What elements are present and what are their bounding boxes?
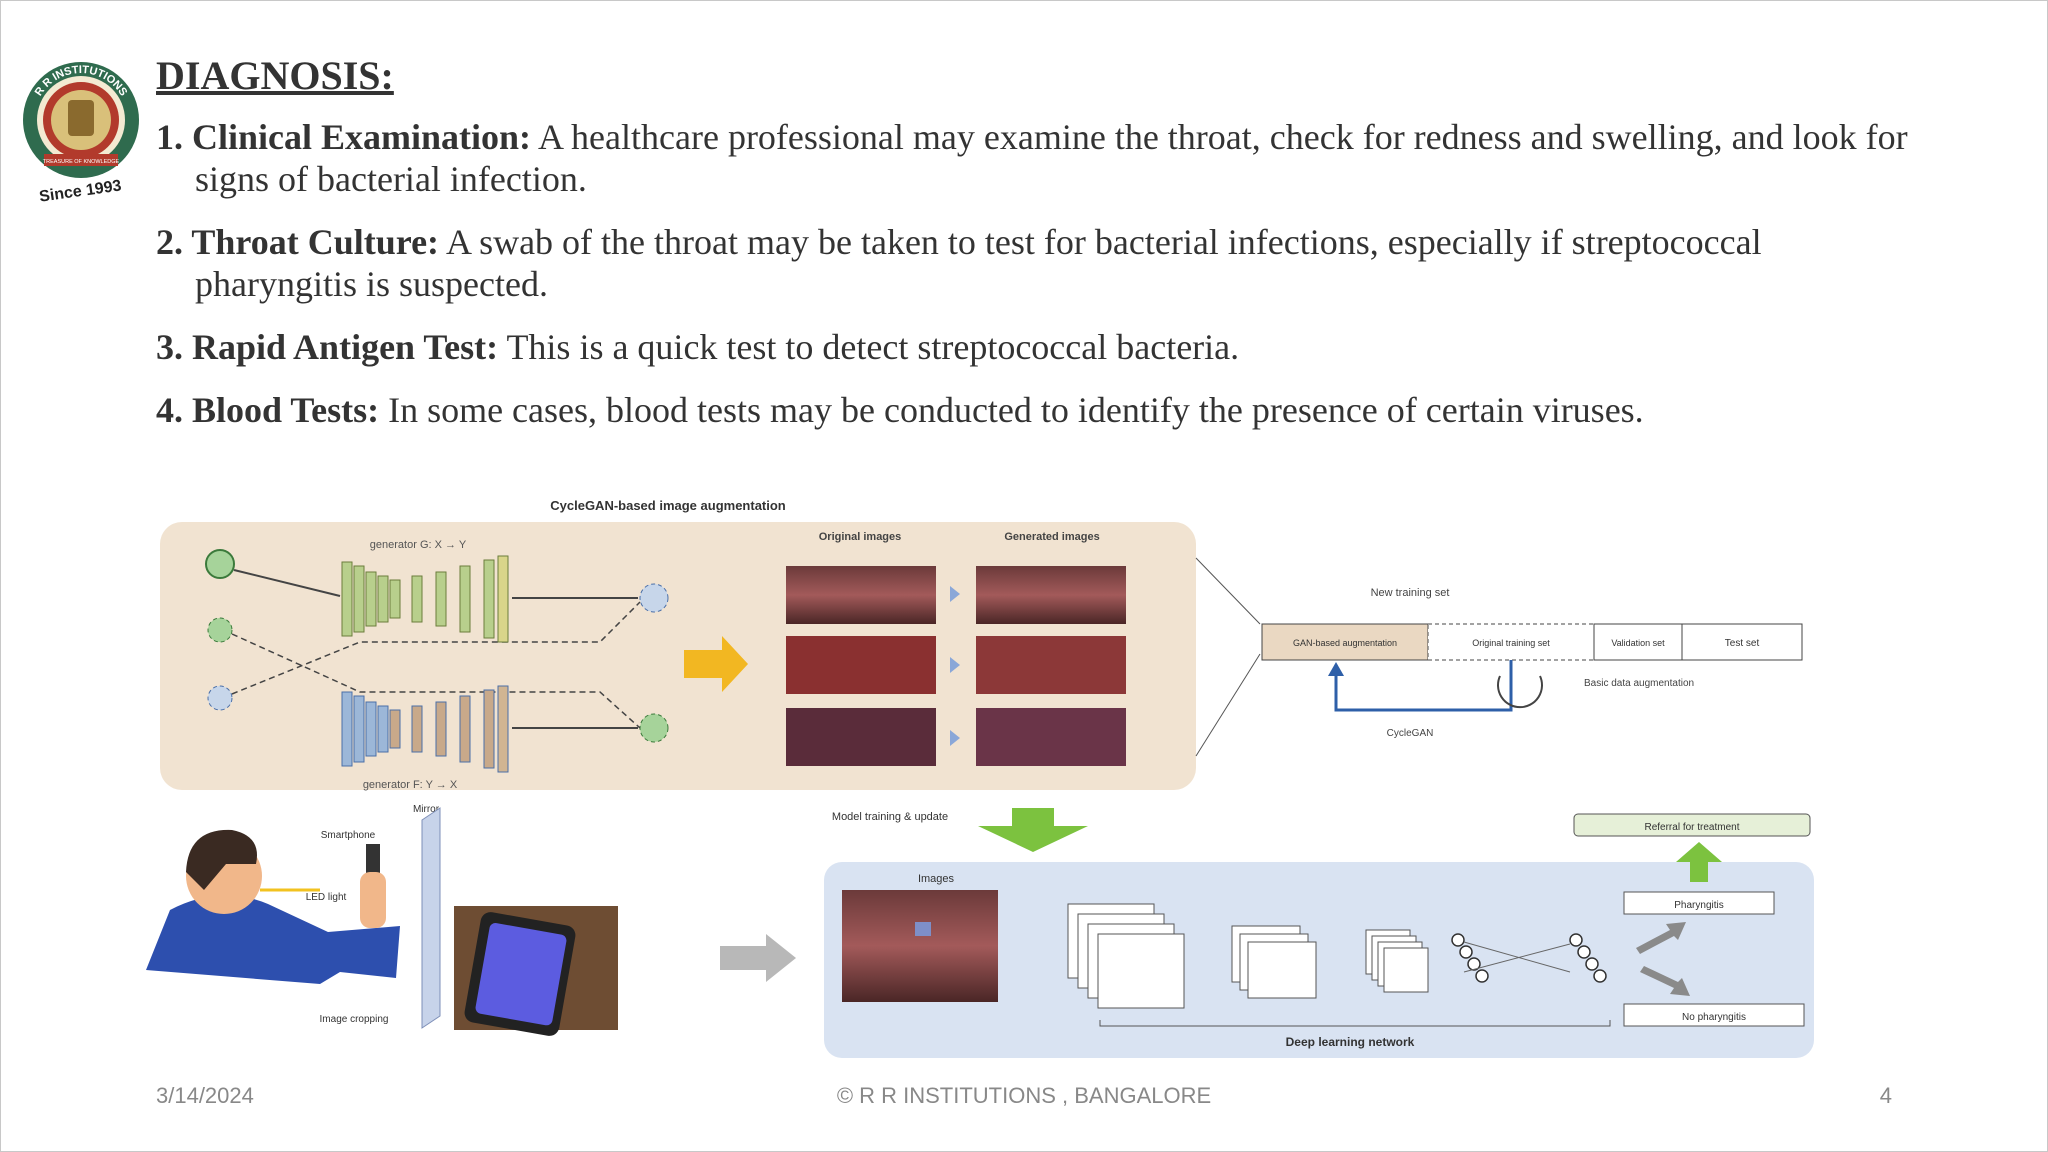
- svg-text:Images: Images: [918, 873, 955, 885]
- svg-text:Validation set: Validation set: [1611, 638, 1665, 648]
- svg-text:generator G: X → Y: generator G: X → Y: [370, 539, 467, 551]
- svg-text:Mirror: Mirror: [413, 804, 440, 815]
- svg-text:Original training set: Original training set: [1472, 638, 1550, 648]
- rr-institutions-logo: R R INSTITUTIONS TREASURE OF KNOWLEDGE S…: [23, 62, 139, 206]
- svg-text:No pharyngitis: No pharyngitis: [1682, 1012, 1746, 1023]
- svg-text:Pharyngitis: Pharyngitis: [1674, 900, 1723, 911]
- list-item: 2. Throat Culture: A swab of the throat …: [156, 222, 1762, 304]
- svg-text:Generated images: Generated images: [1004, 531, 1099, 543]
- list-item: 4. Blood Tests: In some cases, blood tes…: [156, 390, 1644, 430]
- svg-text:Referral for treatment: Referral for treatment: [1644, 822, 1739, 833]
- slide-title: DIAGNOSIS:: [156, 53, 394, 98]
- list-item: 1. Clinical Examination: A healthcare pr…: [156, 117, 1908, 199]
- svg-text:Model training & update: Model training & update: [832, 811, 948, 823]
- svg-text:TREASURE OF KNOWLEDGE: TREASURE OF KNOWLEDGE: [43, 159, 120, 165]
- svg-text:Original images: Original images: [819, 531, 902, 543]
- svg-text:New training set: New training set: [1371, 587, 1450, 599]
- list-item: 3. Rapid Antigen Test: This is a quick t…: [156, 327, 1240, 367]
- svg-text:generator F: Y → X: generator F: Y → X: [363, 779, 458, 791]
- svg-text:Basic data augmentation: Basic data augmentation: [1584, 678, 1694, 689]
- svg-text:Smartphone: Smartphone: [321, 830, 376, 841]
- footer-date: 3/14/2024: [156, 1083, 254, 1108]
- svg-text:GAN-based augmentation: GAN-based augmentation: [1293, 638, 1397, 648]
- svg-text:LED light: LED light: [306, 892, 347, 903]
- svg-text:Deep learning network: Deep learning network: [1286, 1035, 1415, 1049]
- svg-text:Test set: Test set: [1725, 638, 1760, 649]
- svg-text:Image cropping: Image cropping: [320, 1014, 389, 1025]
- svg-text:Since 1993: Since 1993: [38, 177, 122, 205]
- footer-institution: © R R INSTITUTIONS , BANGALORE: [836, 1083, 1212, 1108]
- figure-top-title: CycleGAN-based image augmentation: [550, 498, 786, 513]
- pharyngitis-deep-learning-figure: CycleGAN-based image augmentation genera…: [146, 498, 1814, 1058]
- footer-page-number: 4: [1879, 1083, 1892, 1108]
- diagnosis-list: 1. Clinical Examination: A healthcare pr…: [156, 116, 1916, 452]
- svg-text:CycleGAN: CycleGAN: [1387, 728, 1434, 739]
